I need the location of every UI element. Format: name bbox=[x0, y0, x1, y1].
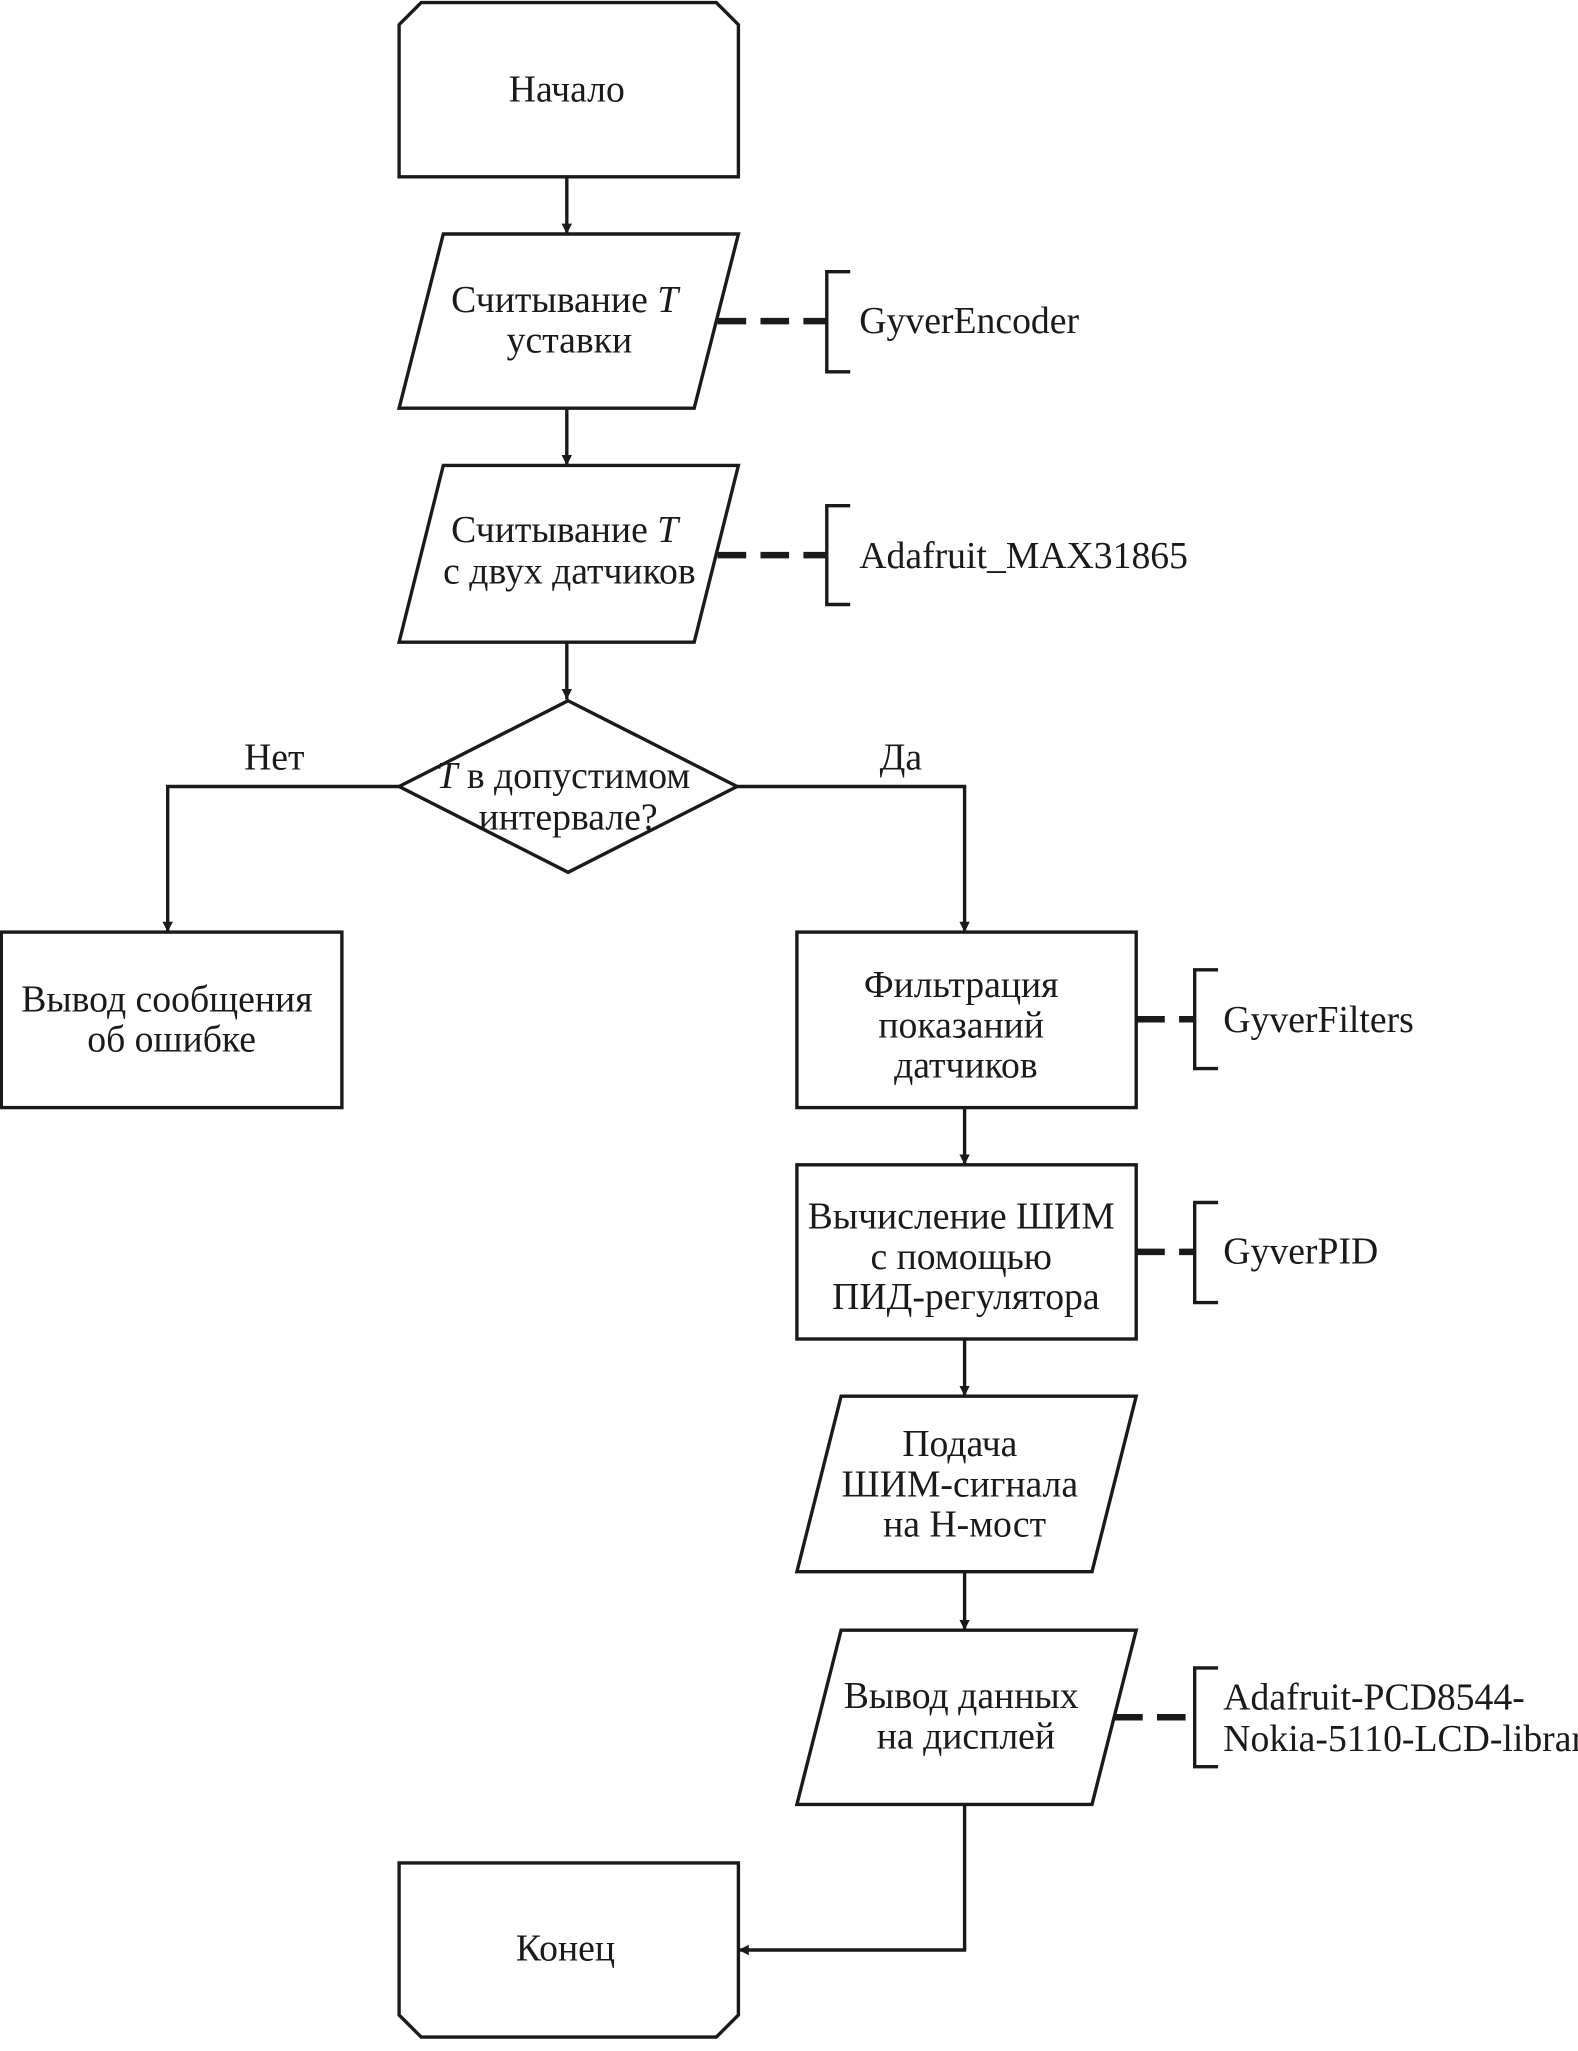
branch-label-no: Нет bbox=[244, 737, 304, 779]
io-pwm-signal bbox=[794, 1394, 1139, 1574]
terminator-start bbox=[397, 0, 741, 179]
connector-no-branch bbox=[162, 784, 400, 933]
process-error-output bbox=[0, 930, 344, 1110]
branch-label-yes: Да bbox=[880, 737, 923, 779]
pwm-signal-label: Подача ШИМ-сигнала на H-мост bbox=[842, 1423, 1088, 1546]
io-display-output bbox=[794, 1628, 1139, 1807]
io-read-sensors bbox=[396, 463, 741, 644]
terminator-end bbox=[397, 1861, 741, 2039]
io-read-setpoint bbox=[396, 232, 741, 410]
library-label-encoder: GyverEncoder bbox=[859, 300, 1079, 342]
end-label: Конец bbox=[516, 1927, 615, 1969]
library-label-thermocouple: Adafruit_MAX31865 bbox=[859, 535, 1188, 577]
process-filtering bbox=[795, 930, 1138, 1110]
connector-display-to-end bbox=[738, 1804, 967, 1956]
library-label-filters: GyverFilters bbox=[1223, 999, 1414, 1041]
read-sensors-label: Считывание T с двух датчиков bbox=[443, 509, 696, 593]
library-label-lcd: Adafruit-PCD8544- Nokia-5110-LCD-library bbox=[1223, 1676, 1578, 1760]
process-pwm-calc bbox=[795, 1163, 1138, 1341]
display-output-label: Вывод данных на дисплей bbox=[844, 1675, 1088, 1757]
library-bracket-lcd bbox=[1193, 1666, 1219, 1769]
pwm-calc-label: Вычисление ШИМ с помощью ПИД-регулятора bbox=[808, 1196, 1124, 1319]
library-bracket-thermocouple bbox=[825, 504, 851, 607]
start-label: Начало bbox=[509, 68, 625, 110]
read-setpoint-label: Считывание T уставки bbox=[451, 279, 687, 361]
library-bracket-pid bbox=[1193, 1200, 1219, 1305]
connector-yes-branch bbox=[737, 784, 970, 933]
error-output-label: Вывод сообщения об ошибке bbox=[21, 978, 322, 1060]
decision-range-check bbox=[395, 698, 741, 875]
library-label-pid: GyverPID bbox=[1223, 1231, 1378, 1273]
filtering-label: Фильтрация показаний датчиков bbox=[864, 964, 1068, 1087]
range-check-label: T в допустимом интервале? bbox=[436, 755, 699, 839]
library-bracket-filters bbox=[1193, 968, 1219, 1071]
library-bracket-encoder bbox=[825, 270, 851, 374]
